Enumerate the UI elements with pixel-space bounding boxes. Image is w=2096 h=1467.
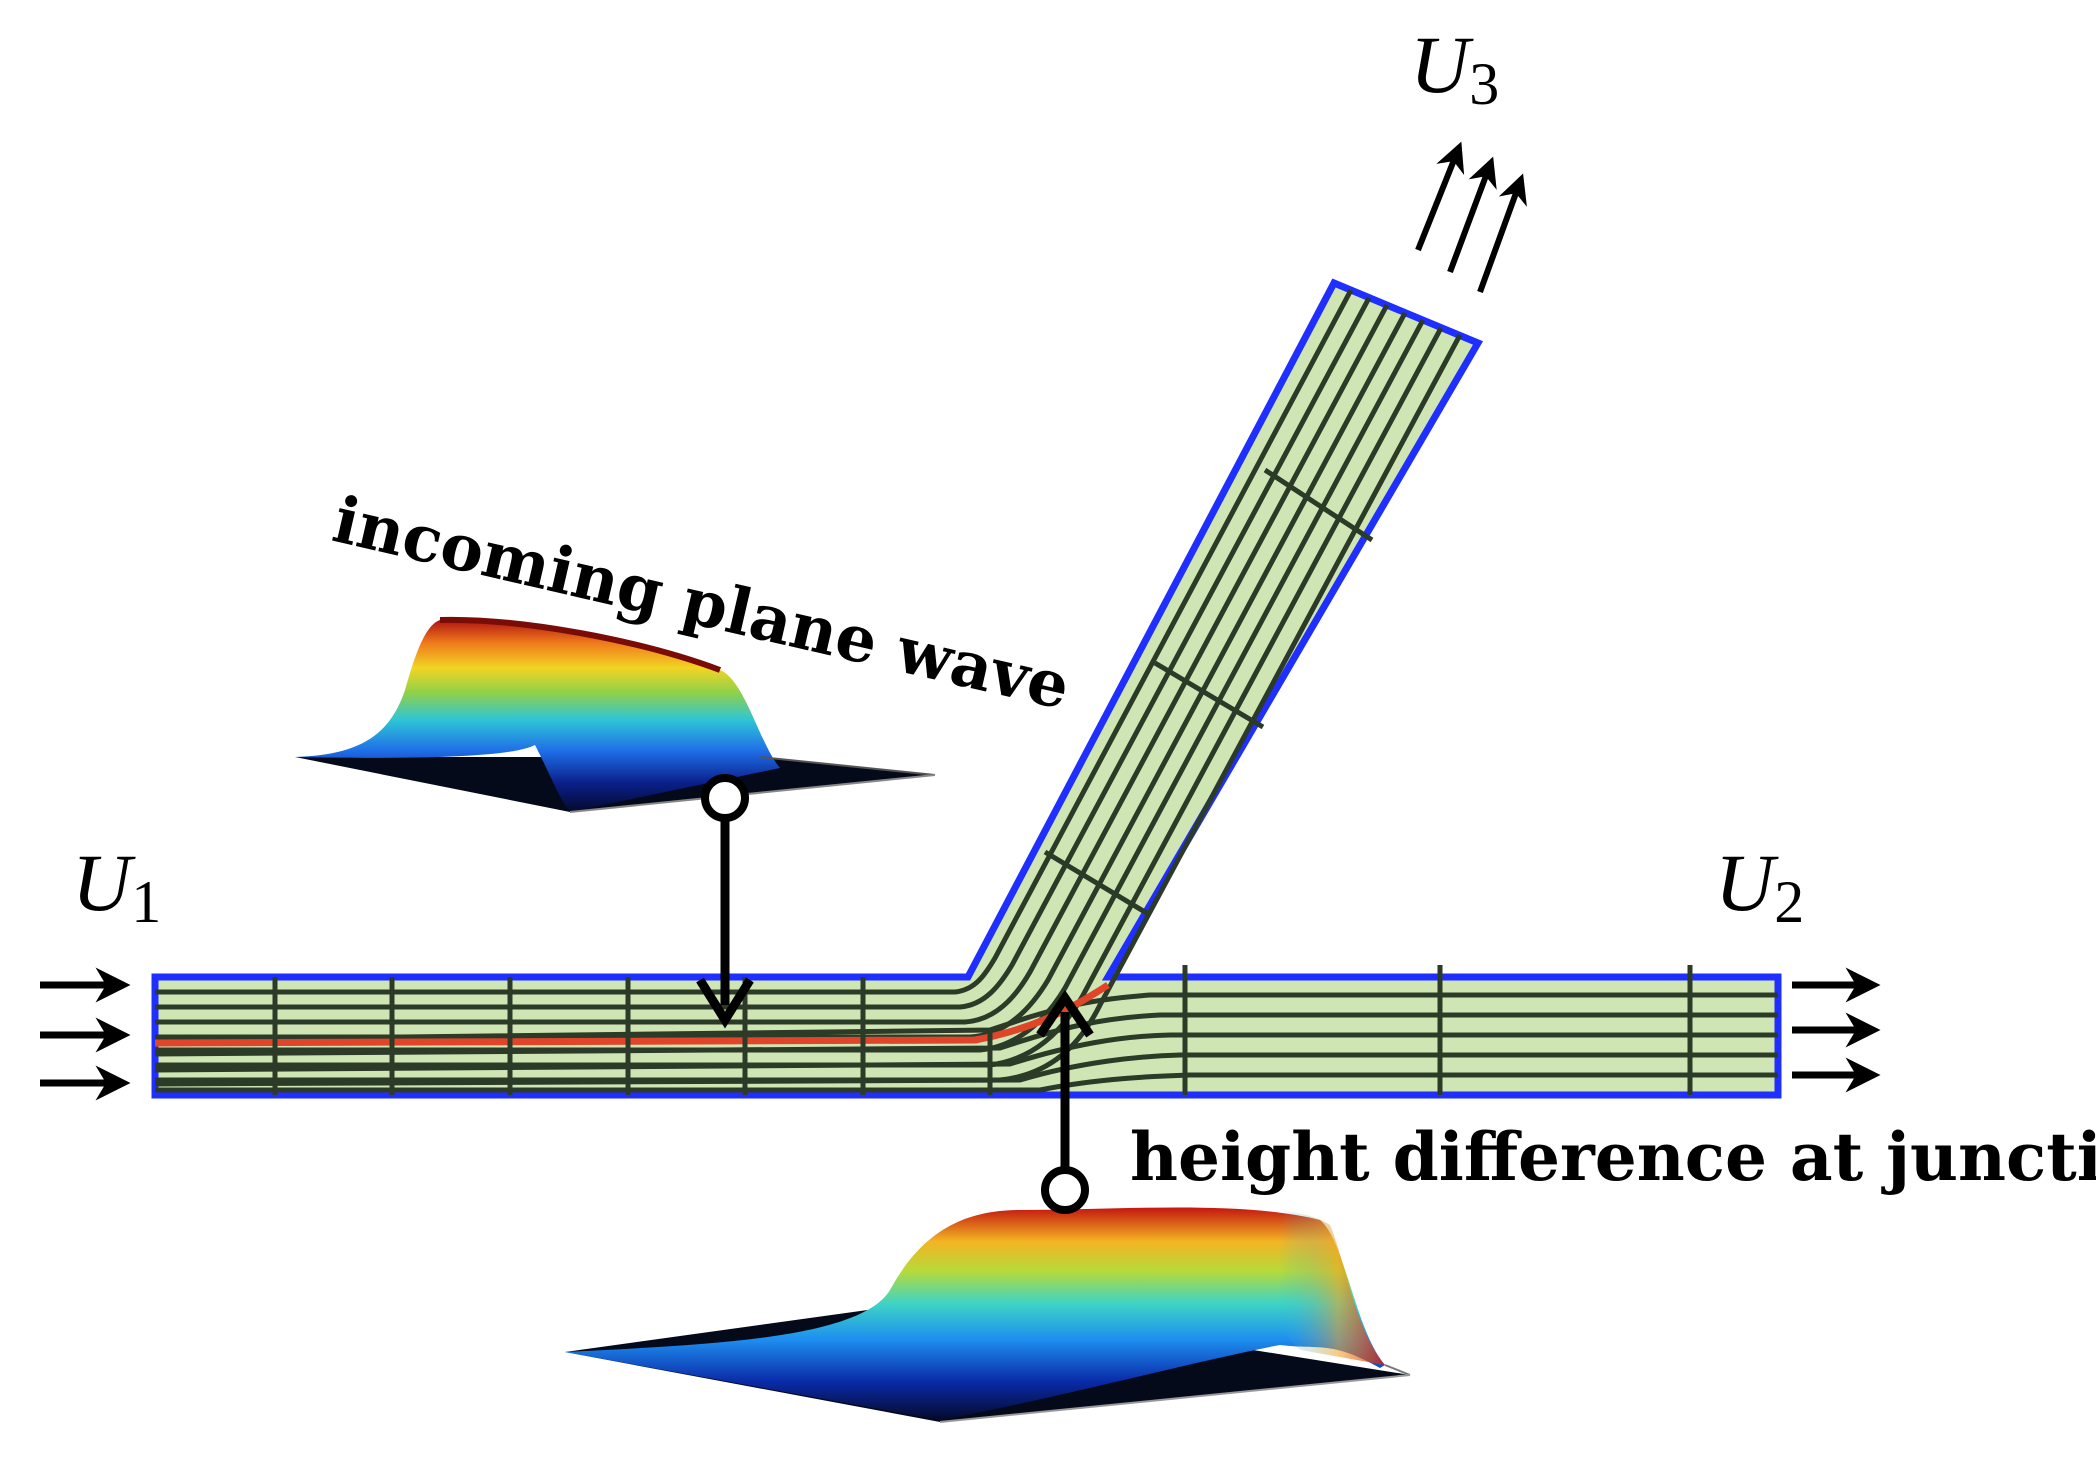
streamline xyxy=(155,311,1408,1040)
incoming-wave-surface xyxy=(295,616,936,813)
up-right-arrow-icon xyxy=(1447,156,1497,274)
label-u3: U3 xyxy=(1410,19,1499,117)
label-u2: U2 xyxy=(1715,837,1804,935)
probe-junction xyxy=(1036,989,1094,1214)
inflow-arrows xyxy=(40,967,131,1101)
channel-outline xyxy=(151,278,1782,1099)
streamline xyxy=(155,296,1372,1010)
streamlines xyxy=(154,288,1778,1093)
wave-crest-2 xyxy=(565,1207,1385,1420)
up-right-arrow-icon xyxy=(1477,173,1527,294)
circle-probe-icon xyxy=(701,774,749,822)
down-arrow-icon xyxy=(696,977,754,1029)
surface-axis-2 xyxy=(569,774,936,813)
grid-tick xyxy=(1263,467,1374,543)
label-u1: U1 xyxy=(72,837,161,935)
surface-axis-4 xyxy=(939,1374,1411,1423)
streamline xyxy=(154,1052,1778,1087)
surface-axis-3 xyxy=(1384,1364,1411,1376)
up-arrow-icon xyxy=(1036,989,1094,1038)
wave-crest-ridge-1 xyxy=(439,616,722,673)
channel-network xyxy=(151,278,1782,1099)
circle-probe-icon xyxy=(1041,1166,1089,1214)
outflow-up-arrows xyxy=(1415,141,1527,294)
highlight-streamline xyxy=(154,982,1110,1047)
probe-incoming xyxy=(696,774,754,1029)
junction-height-label: height difference at junction xyxy=(1130,1118,2096,1196)
grid-tick xyxy=(1043,849,1152,918)
streamline xyxy=(155,288,1354,995)
up-right-arrow-icon xyxy=(1415,141,1465,252)
grid-tick xyxy=(1153,660,1265,730)
grid-ticks xyxy=(272,467,1693,1095)
streamline xyxy=(154,1032,1778,1073)
outflow-arrows xyxy=(1792,967,1881,1093)
surface-axis-1 xyxy=(759,756,936,776)
wave-crest-2-highlight xyxy=(1150,1208,1385,1365)
wave-crest-1 xyxy=(295,619,780,812)
streamline xyxy=(155,303,1390,1025)
junction-wave-surface xyxy=(565,1207,1411,1423)
